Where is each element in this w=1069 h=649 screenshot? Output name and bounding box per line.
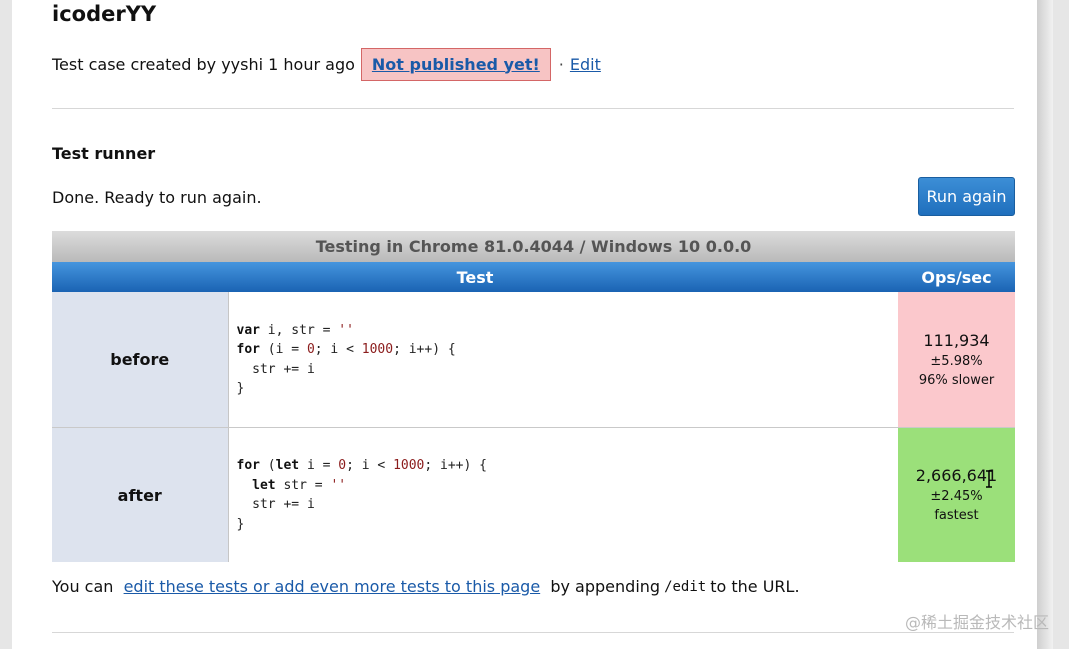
ops-result: 111,934 ±5.98% 96% slower — [898, 292, 1016, 428]
footer-prefix: You can — [52, 577, 114, 596]
test-runner-heading: Test runner — [52, 144, 156, 163]
results-caption: Testing in Chrome 81.0.4044 / Windows 10… — [52, 231, 1016, 262]
code-block: for (let i = 0; i < 1000; i++) { let str… — [236, 458, 488, 532]
edit-link[interactable]: Edit — [569, 54, 601, 74]
ops-value: 2,666,641 — [915, 466, 998, 485]
meta-text: Test case created by yyshi 1 hour ago — [52, 54, 355, 74]
watermark: @稀土掘金技术社区 — [904, 613, 1049, 632]
col-header-test: Test — [52, 262, 898, 292]
test-name: before — [52, 292, 229, 428]
test-code: for (let i = 0; i < 1000; i++) { let str… — [228, 427, 898, 562]
footer-middle: by appending — [550, 577, 661, 596]
text-cursor-icon — [986, 470, 992, 488]
not-published-badge[interactable]: Not published yet! — [360, 47, 551, 81]
page-edge-shadow — [1037, 0, 1053, 649]
runner-status: Done. Ready to run again. — [52, 188, 262, 207]
results-caption-row: Testing in Chrome 81.0.4044 / Windows 10… — [52, 231, 1016, 262]
edit-tests-link[interactable]: edit these tests or add even more tests … — [123, 577, 541, 596]
page-title: icoderYY — [52, 2, 157, 26]
ops-result: 2,666,641 ±2.45% fastest — [898, 427, 1016, 562]
divider — [52, 108, 1014, 109]
test-meta: Test case created by yyshi 1 hour ago No… — [52, 46, 601, 82]
edit-path-code: /edit — [664, 578, 707, 595]
footer-suffix: to the URL. — [710, 577, 800, 596]
code-block: var i, str = '' for (i = 0; i < 1000; i+… — [236, 322, 456, 397]
ops-verdict: fastest — [934, 508, 979, 523]
results-header-row: Test Ops/sec — [52, 262, 1016, 292]
footer-note: You can edit these tests or add even mor… — [52, 577, 800, 596]
test-name: after — [52, 427, 229, 562]
page: icoderYY Test case created by yyshi 1 ho… — [12, 0, 1053, 649]
ops-error: ±5.98% — [930, 353, 983, 369]
col-header-ops: Ops/sec — [898, 262, 1016, 292]
test-code: var i, str = '' for (i = 0; i < 1000; i+… — [228, 292, 898, 428]
results-table: Testing in Chrome 81.0.4044 / Windows 10… — [52, 231, 1016, 562]
ops-verdict: 96% slower — [918, 372, 995, 388]
meta-separator: · — [558, 54, 564, 74]
ops-value: 111,934 — [923, 330, 990, 350]
ops-error: ±2.45% — [930, 489, 983, 504]
run-again-button[interactable]: Run again — [918, 177, 1015, 216]
table-row: before var i, str = '' for (i = 0; i < 1… — [52, 292, 1016, 428]
table-row: after for (let i = 0; i < 1000; i++) { l… — [52, 427, 1016, 562]
divider — [52, 632, 1014, 633]
